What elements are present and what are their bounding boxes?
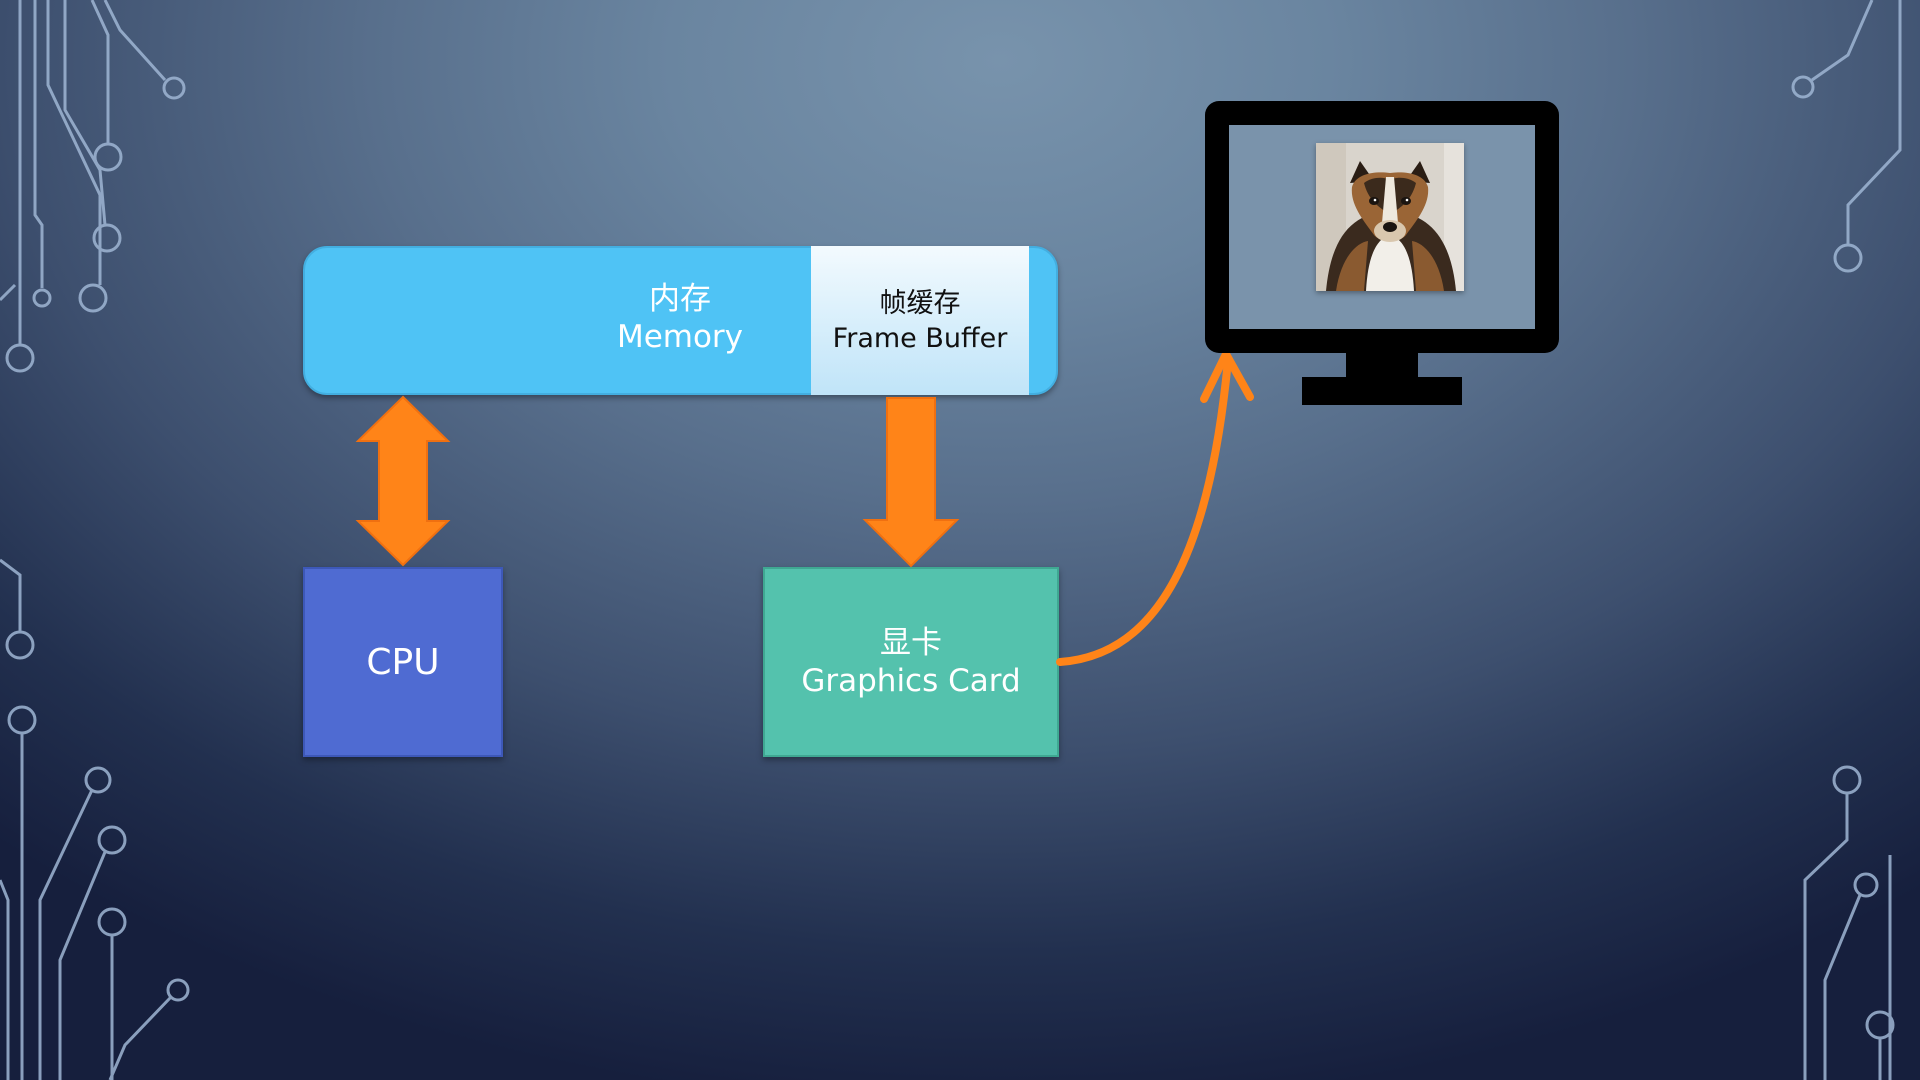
cpu-label: CPU xyxy=(366,641,440,683)
cpu-block: CPU xyxy=(303,567,503,757)
monitor-stand-base xyxy=(1302,377,1462,405)
graphics-card-label-cn: 显卡 xyxy=(880,625,942,661)
collie-dog-photo xyxy=(1316,143,1464,291)
monitor-stand-neck xyxy=(1346,348,1418,380)
graphics-card-label-en: Graphics Card xyxy=(801,663,1021,699)
memory-label-cn: 内存 xyxy=(649,281,711,317)
frame-buffer-block: 帧缓存 Frame Buffer xyxy=(811,246,1029,395)
graphics-card-block: 显卡 Graphics Card xyxy=(763,567,1059,757)
memory-label-en: Memory xyxy=(616,319,744,355)
frame-buffer-label-en: Frame Buffer xyxy=(832,322,1008,354)
memory-label: 内存 Memory xyxy=(560,280,800,356)
frame-buffer-label-cn: 帧缓存 xyxy=(879,287,961,319)
